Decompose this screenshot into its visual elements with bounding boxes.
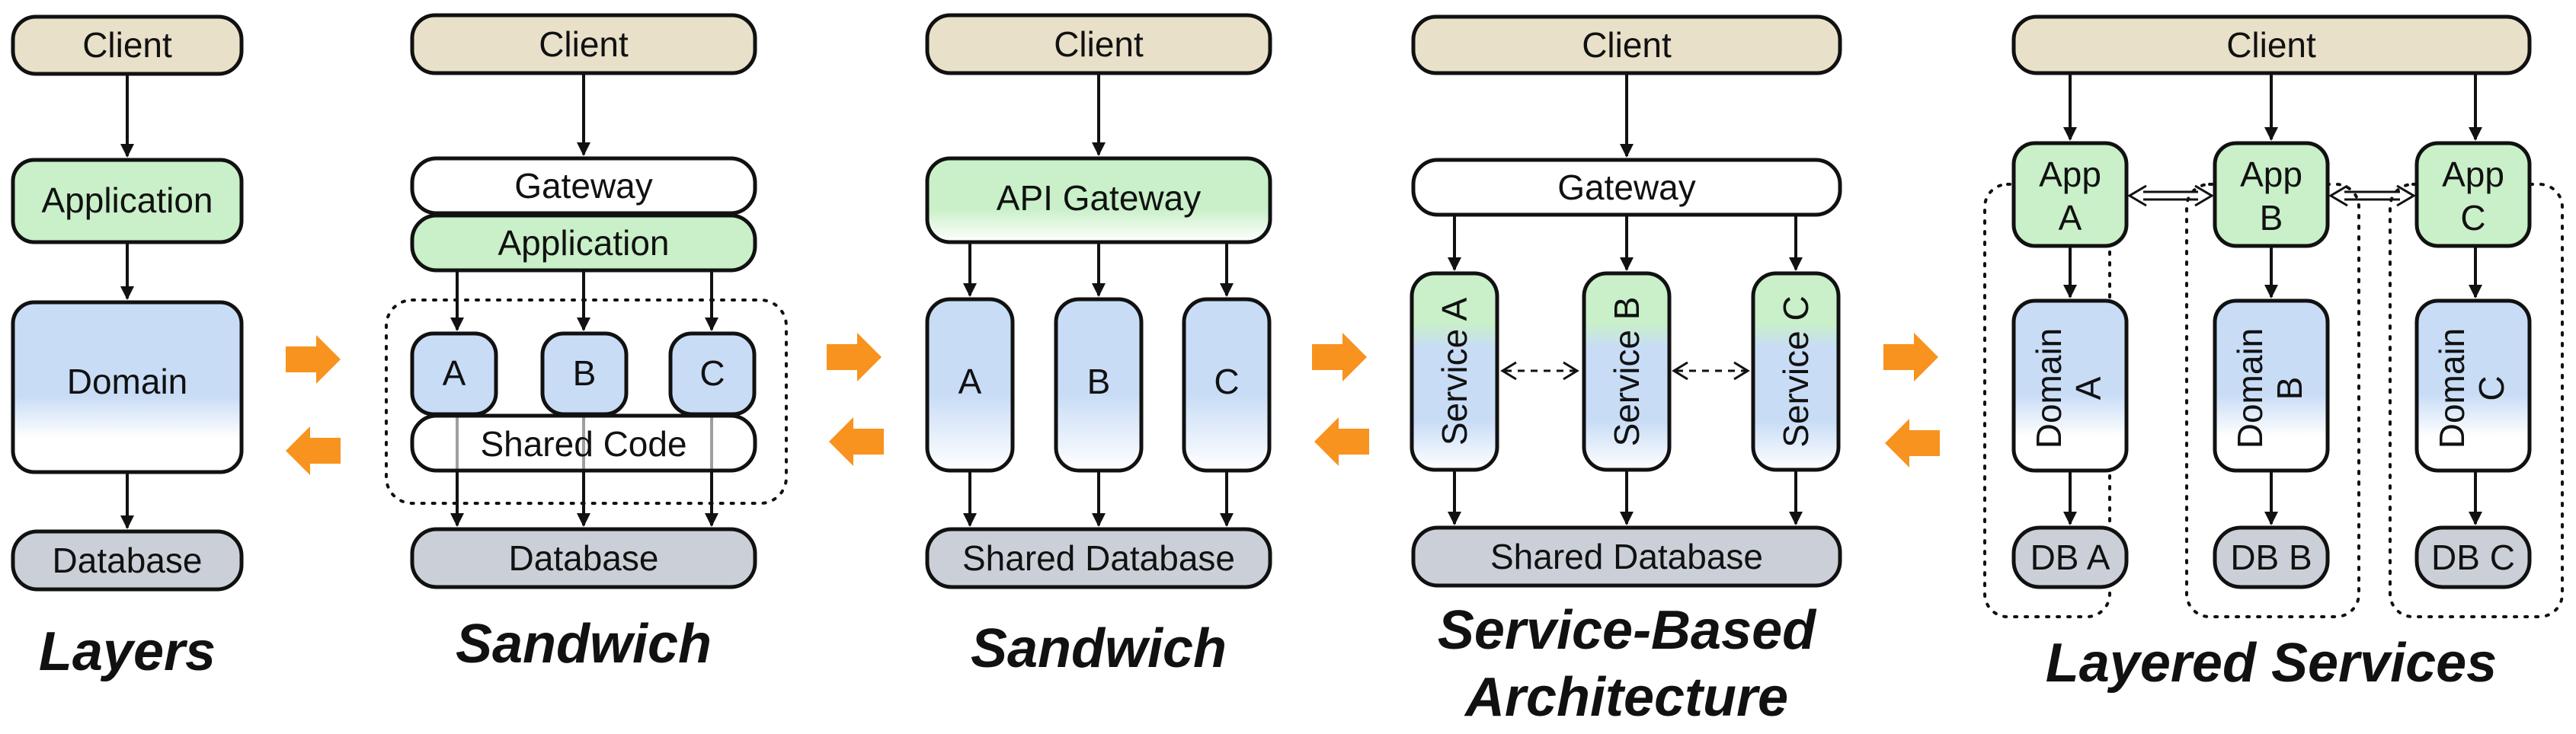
app-c-label-2: C [2460, 198, 2485, 238]
caption-sandwich-1: Sandwich [456, 614, 712, 675]
app-link-ab [2127, 184, 2214, 207]
database-label: Database [53, 541, 203, 580]
caption-sandwich-2: Sandwich [971, 618, 1227, 679]
orange-arrow-right-icon [286, 335, 341, 384]
app-c-box [2414, 141, 2532, 248]
shared-module-boundary [385, 298, 788, 505]
domain-b-label-1: Domain [2230, 328, 2270, 449]
service-c-label: Service C [1776, 295, 1816, 447]
db-b-box [2213, 525, 2330, 589]
service-a-label: A [958, 362, 982, 401]
service-link-ab [1500, 361, 1579, 381]
app-b-label-1: App [2240, 155, 2302, 194]
client-label: Client [539, 24, 629, 64]
client-label: Client [1582, 25, 1672, 65]
shared-database-box [925, 527, 1272, 589]
panel-service-based: Client Gateway Service A Service B Servi… [1410, 14, 1842, 728]
module-b-label: B [573, 353, 597, 393]
shared-database-box [1411, 525, 1842, 588]
domain-label: Domain [67, 362, 188, 401]
gateway-label: Gateway [514, 166, 653, 206]
db-a-box [2011, 525, 2129, 589]
app-b-label-2: B [2260, 198, 2283, 238]
panel-layered-services: Client App A App B App C [1983, 14, 2564, 694]
panel-sandwich-1: Client Gateway Application A B C Shared … [385, 13, 788, 675]
application-label: Application [498, 223, 669, 263]
panel-layers: Client Application Domain Database Layer… [11, 14, 244, 682]
module-c-label: C [699, 353, 725, 393]
db-b-label: DB B [2230, 538, 2312, 577]
orange-arrow-right-icon [827, 333, 882, 381]
application-label: Application [41, 180, 213, 220]
db-a-label: DB A [2030, 538, 2110, 577]
shared-code-box [410, 413, 757, 473]
client-label: Client [2226, 25, 2316, 65]
app-a-label-1: App [2039, 155, 2101, 194]
orange-arrow-left-icon [829, 417, 884, 466]
transition-arrows-4 [1883, 333, 1940, 468]
service-b-label: B [1087, 362, 1111, 401]
database-box [410, 527, 757, 589]
gateway-label: Gateway [1557, 168, 1696, 207]
api-gateway-label: API Gateway [997, 178, 1201, 218]
transition-arrows-3 [1312, 333, 1369, 466]
module-a-label: A [443, 353, 466, 393]
database-box [11, 529, 244, 592]
domain-c-label-1: Domain [2432, 328, 2472, 449]
service-a-label: Service A [1435, 298, 1474, 446]
domain-c-box [2414, 298, 2532, 473]
caption-layers: Layers [39, 621, 216, 682]
orange-arrow-left-icon [1885, 419, 1940, 468]
caption-service-based-2: Architecture [1464, 667, 1788, 728]
caption-layered-services: Layered Services [2046, 633, 2497, 694]
shared-code-label: Shared Code [480, 424, 686, 464]
orange-arrow-left-icon [286, 426, 341, 475]
domain-b-label-2: B [2270, 377, 2309, 401]
gateway-box [410, 156, 757, 215]
orange-arrow-right-icon [1312, 333, 1367, 381]
app-link-bc [2328, 184, 2416, 207]
caption-service-based-1: Service-Based [1438, 600, 1817, 661]
app-a-label-2: A [2059, 198, 2082, 238]
database-label: Database [509, 538, 659, 578]
db-c-label: DB C [2431, 538, 2515, 577]
shared-database-label: Shared Database [1490, 537, 1763, 576]
orange-arrow-right-icon [1883, 333, 1938, 381]
app-c-label-1: App [2442, 155, 2504, 194]
panel-sandwich-2: Client API Gateway A B C Shared Database… [925, 13, 1272, 679]
db-c-box [2414, 525, 2532, 589]
shared-database-label: Shared Database [962, 538, 1235, 578]
service-b-label: Service B [1607, 297, 1646, 447]
domain-a-label-2: A [2069, 376, 2108, 400]
client-label: Client [82, 25, 172, 65]
domain-a-label-1: Domain [2029, 328, 2069, 449]
transition-arrows-1 [286, 335, 341, 475]
domain-c-label-2: C [2472, 375, 2511, 401]
orange-arrow-left-icon [1314, 417, 1369, 466]
transition-arrows-2 [827, 333, 884, 466]
client-label: Client [1054, 24, 1144, 64]
service-link-bc [1672, 361, 1750, 381]
service-c-label: C [1214, 362, 1239, 401]
